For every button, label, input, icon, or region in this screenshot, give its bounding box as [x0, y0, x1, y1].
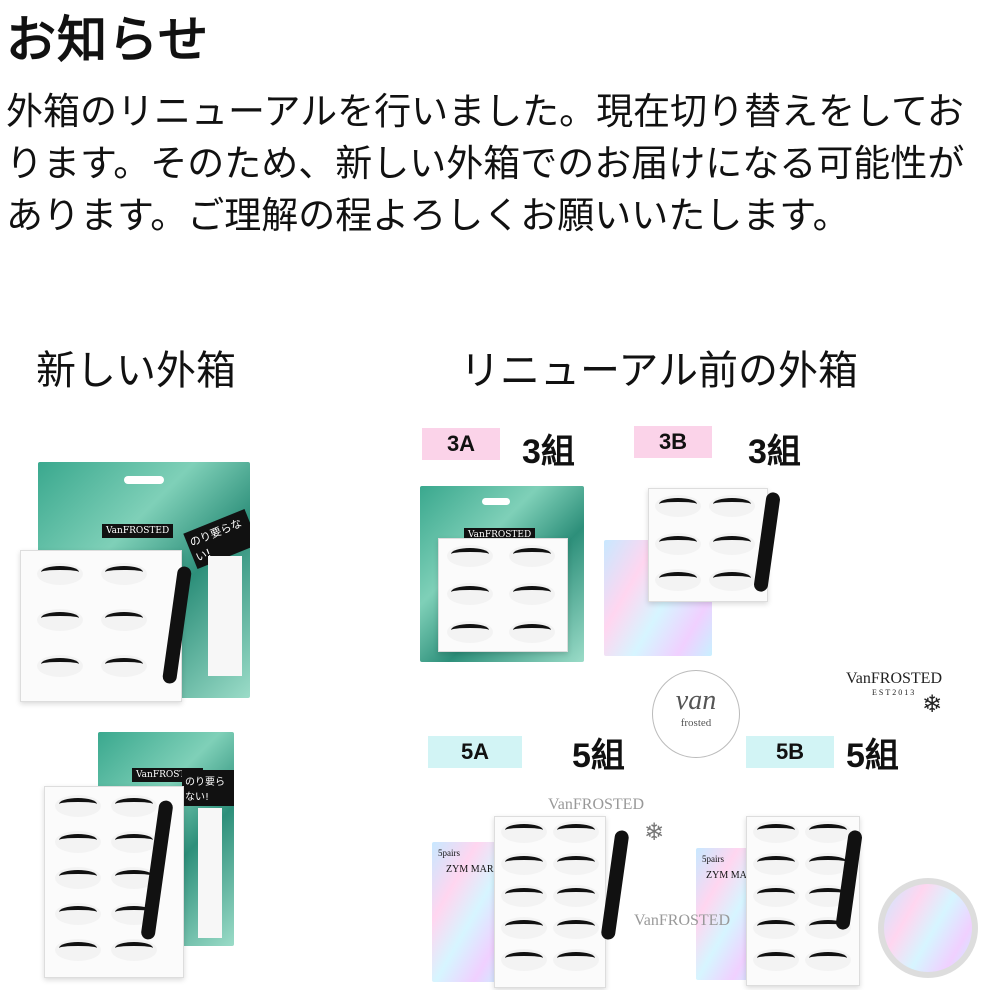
set-count-3a: 3組 [522, 433, 575, 471]
old-box-label: リニューアル前の外箱 [460, 348, 858, 394]
brand-est: EST2013 [872, 688, 917, 697]
lash-tray-image [44, 786, 184, 978]
snowflake-icon: ❄ [922, 690, 943, 718]
lash-tray-image [648, 488, 768, 602]
brand-wordmark: VanFROSTED [846, 670, 943, 687]
brand-watermark: VanFROSTED [634, 912, 731, 929]
lash-tray-image [494, 816, 606, 988]
set-count-5b: 5組 [846, 737, 899, 775]
brand-watermark: VanFROSTED [548, 796, 645, 813]
variant-badge-5b: 5B [746, 736, 834, 768]
variant-badge-3b: 3B [634, 426, 712, 458]
set-count-3b: 3組 [748, 433, 801, 471]
old-box-5a-sleeve-image: 5pairs ZYM MAR [432, 842, 504, 982]
snowflake-icon: ❄ [644, 818, 665, 846]
old-box-3a-image: VanFROSTED [420, 486, 584, 662]
box-closeup-thumbnail [878, 878, 978, 978]
variant-badge-5a: 5A [428, 736, 522, 768]
variant-badge-3a: 3A [422, 428, 500, 460]
page-title: お知らせ [6, 11, 209, 69]
new-box-label: 新しい外箱 [36, 348, 236, 394]
brand-circle-logo: van frosted [652, 670, 740, 758]
brand-tag: VanFROSTED [102, 524, 174, 538]
set-count-5a: 5組 [572, 737, 625, 775]
notice-text: 外箱のリニューアルを行いました。現在切り替えをしております。そのため、新しい外箱… [6, 90, 965, 237]
lash-tray-image [20, 550, 182, 702]
